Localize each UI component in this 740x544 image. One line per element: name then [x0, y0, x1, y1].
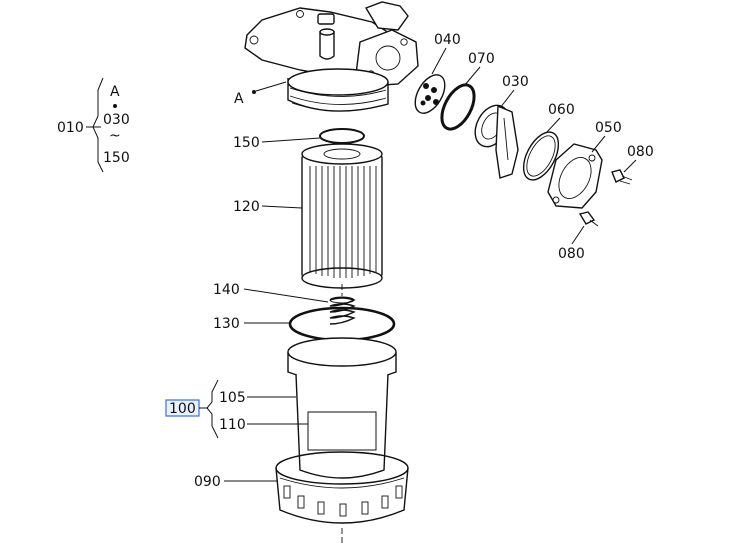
group-010-callout: 010 A 030 ~ 150 [57, 77, 130, 173]
label-070[interactable]: 070 [468, 51, 495, 67]
label-130[interactable]: 130 [213, 316, 240, 332]
label-A: A [234, 91, 244, 107]
label-110[interactable]: 110 [219, 417, 246, 433]
label-150[interactable]: 150 [233, 135, 260, 151]
part-050-cover-plate[interactable] [547, 143, 603, 209]
label-group-150[interactable]: 150 [103, 150, 130, 166]
part-140-spring[interactable] [329, 296, 356, 325]
label-030[interactable]: 030 [502, 74, 529, 90]
label-140[interactable]: 140 [213, 282, 240, 298]
part-080-screw-upper[interactable] [611, 169, 633, 185]
part-070-o-ring[interactable] [435, 80, 480, 135]
reference-A: A [234, 81, 287, 107]
label-060[interactable]: 060 [548, 102, 575, 118]
label-tilde: ~ [109, 128, 121, 144]
label-120[interactable]: 120 [233, 199, 260, 215]
label-010[interactable]: 010 [57, 120, 84, 136]
assembly-100-callout: 100 105 110 [165, 379, 308, 439]
label-080-upper[interactable]: 080 [627, 144, 654, 160]
part-060-o-ring[interactable] [516, 126, 565, 185]
label-105[interactable]: 105 [219, 390, 246, 406]
group-bracket [92, 77, 104, 173]
part-030-cock-body[interactable] [468, 100, 519, 179]
label-group-A: A [110, 84, 120, 100]
part-130-o-ring[interactable] [288, 306, 396, 342]
part-105-110-filter-bowl[interactable] [287, 337, 397, 479]
part-150-o-ring[interactable] [319, 128, 365, 144]
label-group-030[interactable]: 030 [103, 112, 130, 128]
label-050[interactable]: 050 [595, 120, 622, 136]
label-090[interactable]: 090 [194, 474, 221, 490]
part-090-ring-nut[interactable] [275, 451, 409, 524]
label-040[interactable]: 040 [434, 32, 461, 48]
dot-marker [113, 104, 117, 108]
part-080-screw-lower[interactable] [578, 211, 599, 227]
filter-head-housing[interactable] [244, 1, 419, 112]
part-040-valve-disc[interactable] [409, 70, 451, 118]
label-080-lower[interactable]: 080 [558, 246, 585, 262]
part-120-filter-element[interactable] [301, 143, 383, 289]
label-100[interactable]: 100 [169, 401, 196, 417]
